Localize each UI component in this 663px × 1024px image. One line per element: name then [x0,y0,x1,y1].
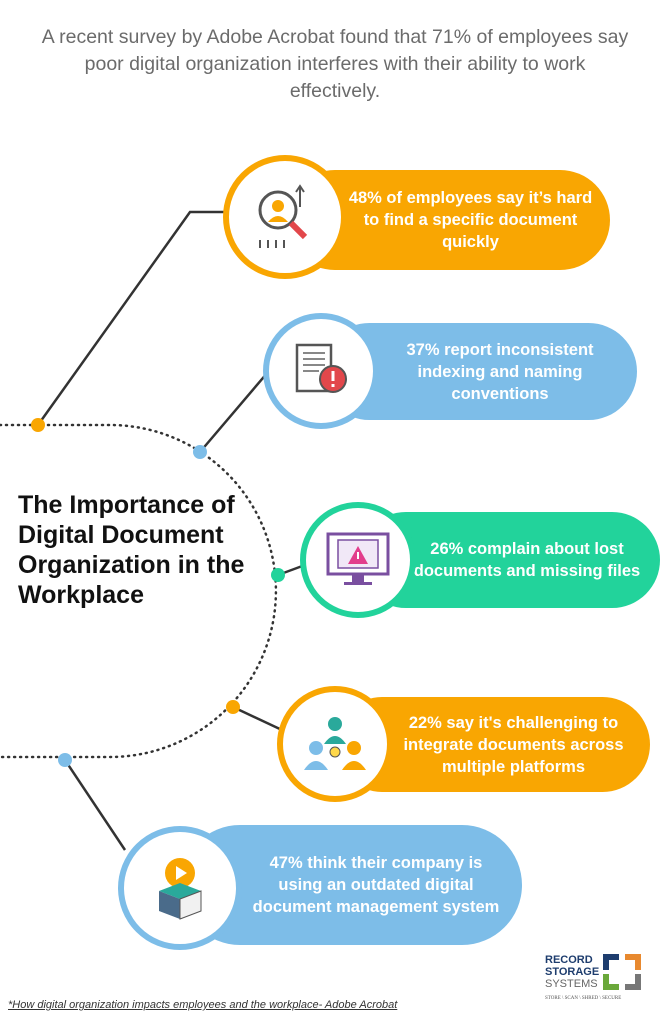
source-footnote[interactable]: *How digital organization impacts employ… [8,999,398,1011]
logo-text: STORAGE [545,966,600,978]
logo-tagline: STORE \ SCAN \ SHRED \ SECURE [545,996,622,1001]
record-storage-logo: RECORD STORAGE SYSTEMS STORE \ SCAN \ SH… [545,952,655,1012]
stat-text: 22% say it's challenging to integrate do… [403,713,624,776]
intro-text: A recent survey by Adobe Acrobat found t… [41,26,629,102]
logo-text: RECORD [545,954,593,966]
node-dot [58,753,72,767]
stat-card-outdated-system: 47% think their company is using an outd… [180,825,522,945]
logo-text: SYSTEMS [545,978,598,990]
stat-text: 26% complain about lost documents and mi… [413,540,641,580]
node-dot [193,445,207,459]
document-alert-icon [263,313,379,429]
logo-mark-icon [603,954,641,990]
media-box-icon [118,826,242,950]
main-title: The Importance of Digital Document Organ… [18,491,245,609]
stat-text: 47% think their company is using an outd… [252,854,500,916]
team-idea-icon [277,686,393,802]
node-dot [226,700,240,714]
stat-card-indexing: 37% report inconsistent indexing and nam… [321,323,637,420]
node-dot [31,418,45,432]
stat-text: 48% of employees say it’s hard to find a… [348,189,593,251]
search-person-icon [223,155,347,279]
node-dot [271,568,285,582]
monitor-warning-icon [300,502,416,618]
dotted-arc [0,423,278,759]
stat-card-integration: 22% say it's challenging to integrate do… [335,697,650,792]
stat-text: 37% report inconsistent indexing and nam… [406,340,594,403]
